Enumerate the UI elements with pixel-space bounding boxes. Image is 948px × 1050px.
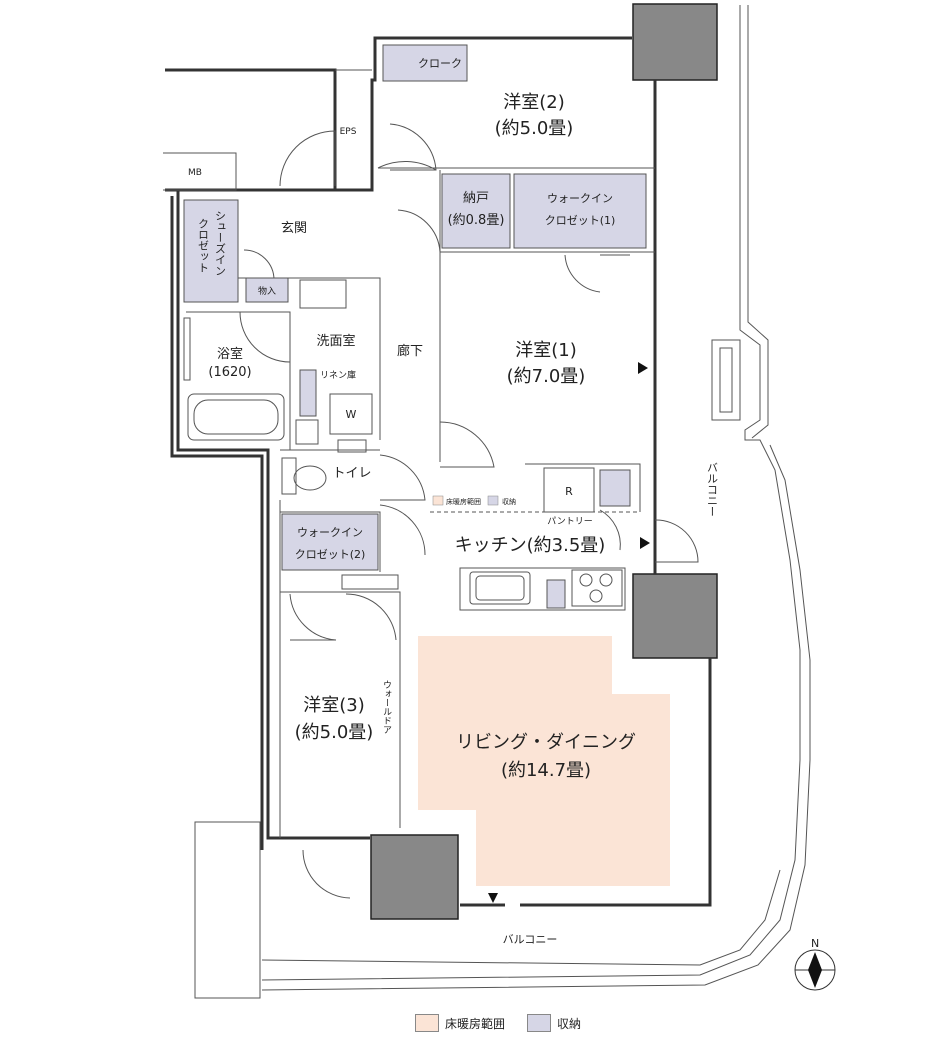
cloak-label: クローク bbox=[418, 57, 462, 70]
shoes-closet bbox=[183, 199, 239, 303]
storage-room-size: (約0.8畳) bbox=[448, 213, 505, 228]
linen-label: リネン庫 bbox=[320, 369, 356, 381]
legend-heated: 床暖房範囲 bbox=[415, 1014, 505, 1032]
room-western-1-name: 洋室(1) bbox=[515, 340, 577, 361]
room-western-1-size: (約7.0畳) bbox=[507, 366, 586, 387]
cloak bbox=[382, 44, 468, 82]
room-western-2-size: (約5.0畳) bbox=[495, 118, 574, 139]
doors bbox=[239, 123, 699, 899]
room-kitchen-name: キッチン(約3.5畳) bbox=[455, 535, 606, 556]
storage-small-label: 物入 bbox=[258, 285, 276, 297]
pantry-label: パントリー bbox=[547, 516, 592, 527]
eps-label: EPS bbox=[340, 127, 357, 137]
storage-small bbox=[245, 277, 289, 303]
room-western-3-name: 洋室(3) bbox=[303, 695, 365, 716]
room-hallway-name: 廊下 bbox=[397, 343, 423, 359]
compass: N bbox=[794, 937, 836, 991]
floor-plan: 洋室(2) (約5.0畳) 洋室(1) (約7.0畳) 洋室(3) (約5.0畳… bbox=[163, 3, 836, 999]
legend-storage-label: 収納 bbox=[557, 1016, 582, 1031]
room-entrance-name: 玄関 bbox=[281, 221, 307, 236]
shoes-closet-label-1: シューズイン bbox=[214, 210, 227, 276]
legend: 床暖房範囲 収納 bbox=[415, 1014, 603, 1032]
storage-room bbox=[441, 173, 511, 249]
walk-in-closet-2 bbox=[281, 513, 379, 571]
storage-areas bbox=[183, 44, 647, 609]
mini-legend-storage-label: 収納 bbox=[502, 497, 516, 506]
washer-label: W bbox=[346, 408, 357, 421]
compass-north: N bbox=[811, 937, 819, 950]
room-bath-name: 浴室 bbox=[217, 346, 243, 362]
wic2-label-1: ウォークイン bbox=[297, 526, 363, 539]
room-western-3-size: (約5.0畳) bbox=[295, 722, 374, 743]
walk-in-closet-1 bbox=[513, 173, 647, 249]
mini-legend-heated-swatch bbox=[432, 495, 444, 506]
balcony-bottom-label: バルコニー bbox=[503, 933, 558, 946]
linen-storage bbox=[299, 369, 317, 417]
room-toilet-name: トイレ bbox=[332, 466, 371, 481]
balcony-outline bbox=[194, 5, 811, 999]
mini-legend-storage-swatch bbox=[487, 495, 499, 506]
outer-walls bbox=[163, 36, 712, 907]
legend-heated-label: 床暖房範囲 bbox=[445, 1016, 506, 1031]
legend-heated-swatch bbox=[415, 1014, 439, 1032]
wic1-label-2: クロゼット(1) bbox=[545, 214, 616, 227]
wic2-label-2: クロゼット(2) bbox=[295, 548, 366, 561]
markers bbox=[488, 362, 650, 903]
wic1-label-1: ウォークイン bbox=[547, 192, 613, 205]
columns bbox=[370, 3, 718, 920]
storage-room-label: 納戸 bbox=[463, 191, 489, 206]
pantry-shelf bbox=[599, 469, 631, 507]
fridge-label: R bbox=[565, 485, 573, 498]
room-living-size: (約14.7畳) bbox=[501, 760, 591, 781]
fixtures bbox=[183, 279, 623, 607]
small-shelf bbox=[546, 579, 566, 609]
wall-door-label: ウォールドア bbox=[381, 680, 392, 734]
room-western-2-name: 洋室(2) bbox=[503, 92, 565, 113]
interior-walls bbox=[186, 167, 655, 838]
legend-storage: 収納 bbox=[527, 1014, 581, 1032]
floor-heating-area bbox=[418, 636, 670, 886]
room-washroom-name: 洗面室 bbox=[316, 333, 355, 349]
room-living-name: リビング・ダイニング bbox=[456, 732, 636, 753]
balcony-side-label: バルコニー bbox=[706, 462, 719, 517]
mb-label: MB bbox=[188, 168, 202, 178]
room-bath-size: (1620) bbox=[208, 365, 251, 380]
mini-legend-heated-label: 床暖房範囲 bbox=[446, 497, 481, 506]
legend-storage-swatch bbox=[527, 1014, 552, 1032]
shoes-closet-label-2: クロゼット bbox=[197, 218, 210, 273]
